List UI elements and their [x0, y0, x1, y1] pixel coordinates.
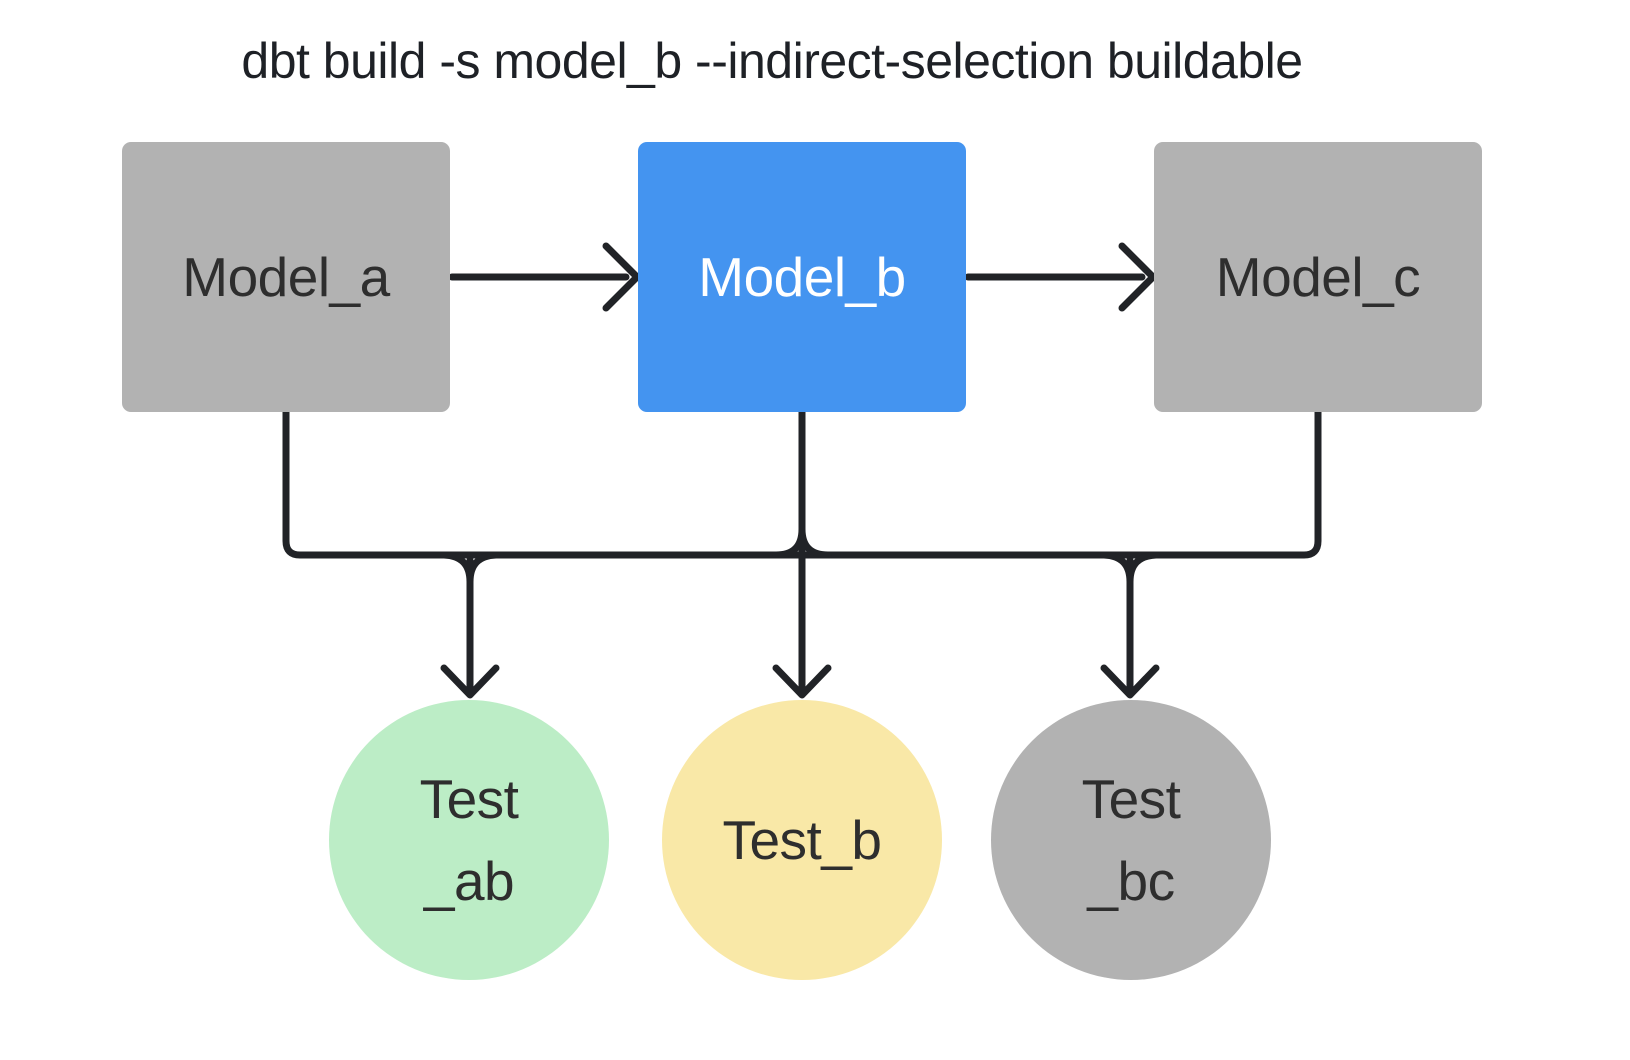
node-test-ab-label-line1: Test	[419, 768, 519, 830]
node-test-ab-label-line2: _ab	[423, 850, 515, 912]
node-test-bc-label-line2: _bc	[1087, 850, 1175, 912]
node-test-ab: Test _ab	[329, 700, 609, 980]
node-model-b-selected: Model_b	[638, 142, 966, 412]
edge-branch-to-test-ab	[440, 551, 500, 699]
node-model-c-label: Model_c	[1215, 246, 1421, 308]
edge-model-b-to-test-b	[772, 407, 832, 699]
edge-branch-to-test-bc	[1100, 551, 1160, 699]
node-model-a-label: Model_a	[182, 246, 390, 308]
edge-model-b-to-model-c	[964, 242, 1157, 312]
node-model-c: Model_c	[1154, 142, 1482, 412]
node-model-a: Model_a	[122, 142, 450, 412]
node-test-b: Test_b	[662, 700, 942, 980]
node-test-bc: Test _bc	[991, 700, 1271, 980]
node-test-bc-label-line1: Test	[1081, 768, 1181, 830]
node-model-b-label: Model_b	[698, 246, 906, 308]
diagram-title: dbt build -s model_b --indirect-selectio…	[241, 33, 1303, 89]
node-test-b-label-line1: Test_b	[722, 809, 882, 871]
edge-model-a-to-model-b	[448, 242, 641, 312]
